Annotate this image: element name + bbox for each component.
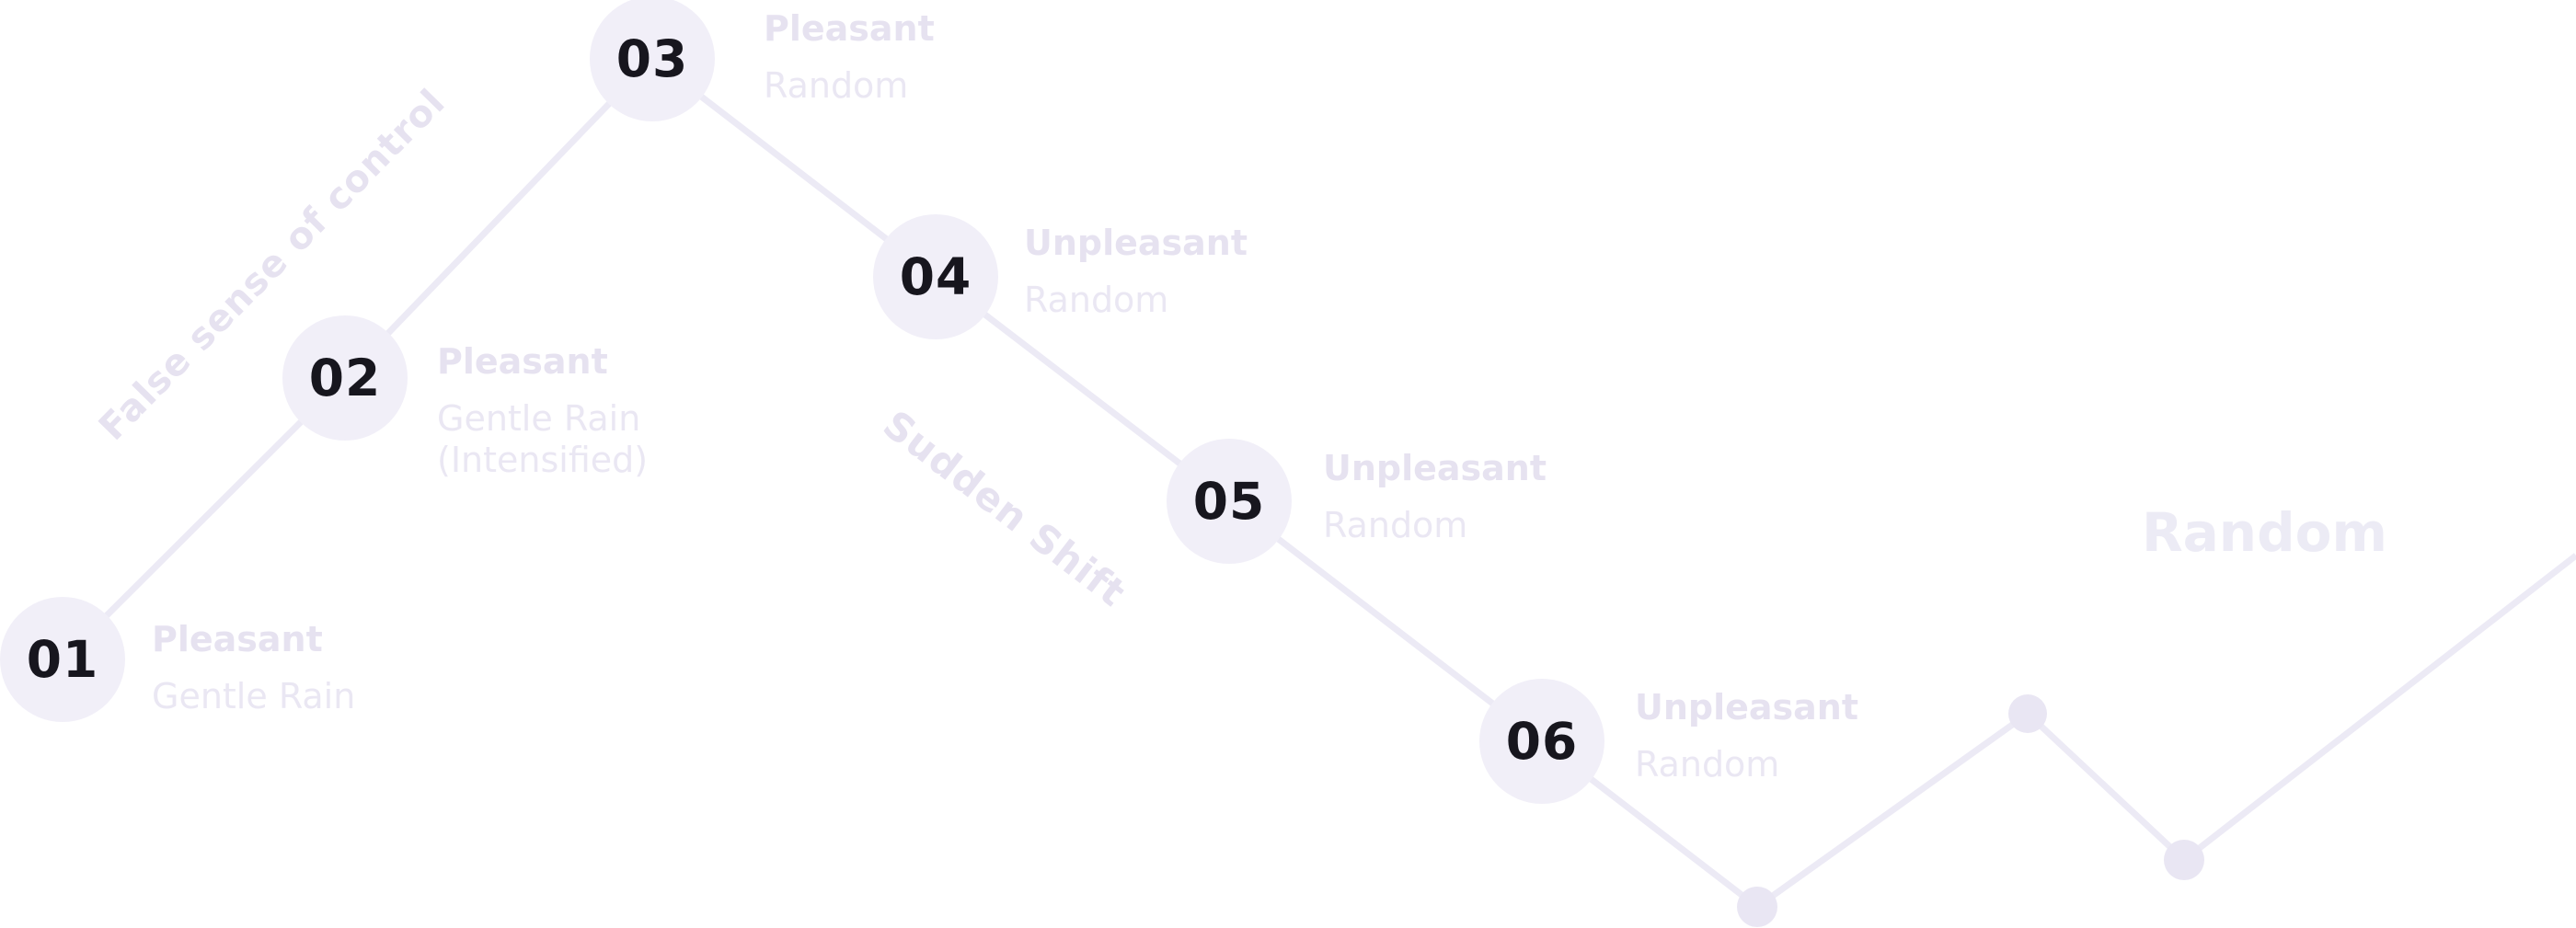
node-05-subtitle: Random	[1323, 505, 1468, 545]
timeline-dot	[2164, 840, 2204, 880]
node-06-number: 06	[1505, 711, 1579, 771]
node-03-title: Pleasant	[764, 8, 935, 49]
node-01-circle: 01	[0, 597, 125, 722]
timeline-dot	[1737, 887, 1777, 927]
node-03-number: 03	[615, 29, 689, 88]
annotation-random-ending: Random	[2142, 501, 2387, 564]
node-02-subtitle-line2: (Intensified)	[437, 440, 649, 480]
node-05-number: 05	[1192, 471, 1266, 531]
node-04-circle: 04	[873, 214, 998, 339]
node-01-title: Pleasant	[152, 619, 323, 659]
node-01-number: 01	[26, 629, 99, 689]
node-04-title: Unpleasant	[1024, 223, 1248, 263]
node-02-label: Pleasant Gentle Rain (Intensified)	[437, 340, 648, 481]
node-01-label: Pleasant Gentle Rain	[152, 618, 355, 717]
node-02-number: 02	[308, 348, 382, 407]
node-02-circle: 02	[282, 315, 408, 441]
node-04-label: Unpleasant Random	[1024, 222, 1248, 321]
node-03-subtitle: Random	[764, 65, 909, 106]
node-06-circle: 06	[1479, 679, 1604, 804]
node-05-circle: 05	[1167, 439, 1292, 564]
node-02-subtitle: Gentle Rain	[437, 398, 641, 439]
node-06-subtitle: Random	[1635, 744, 1780, 785]
node-02-title: Pleasant	[437, 341, 608, 382]
node-06-title: Unpleasant	[1635, 687, 1859, 728]
node-05-label: Unpleasant Random	[1323, 447, 1547, 546]
node-04-number: 04	[899, 246, 972, 306]
journey-polyline	[60, 54, 2576, 911]
node-05-title: Unpleasant	[1323, 448, 1547, 488]
timeline-dot	[2008, 694, 2047, 733]
node-01-subtitle: Gentle Rain	[152, 676, 356, 716]
node-06-label: Unpleasant Random	[1635, 686, 1858, 785]
node-03-circle: 03	[590, 0, 715, 121]
node-04-subtitle: Random	[1024, 280, 1169, 320]
node-03-label: Pleasant Random	[764, 7, 935, 107]
